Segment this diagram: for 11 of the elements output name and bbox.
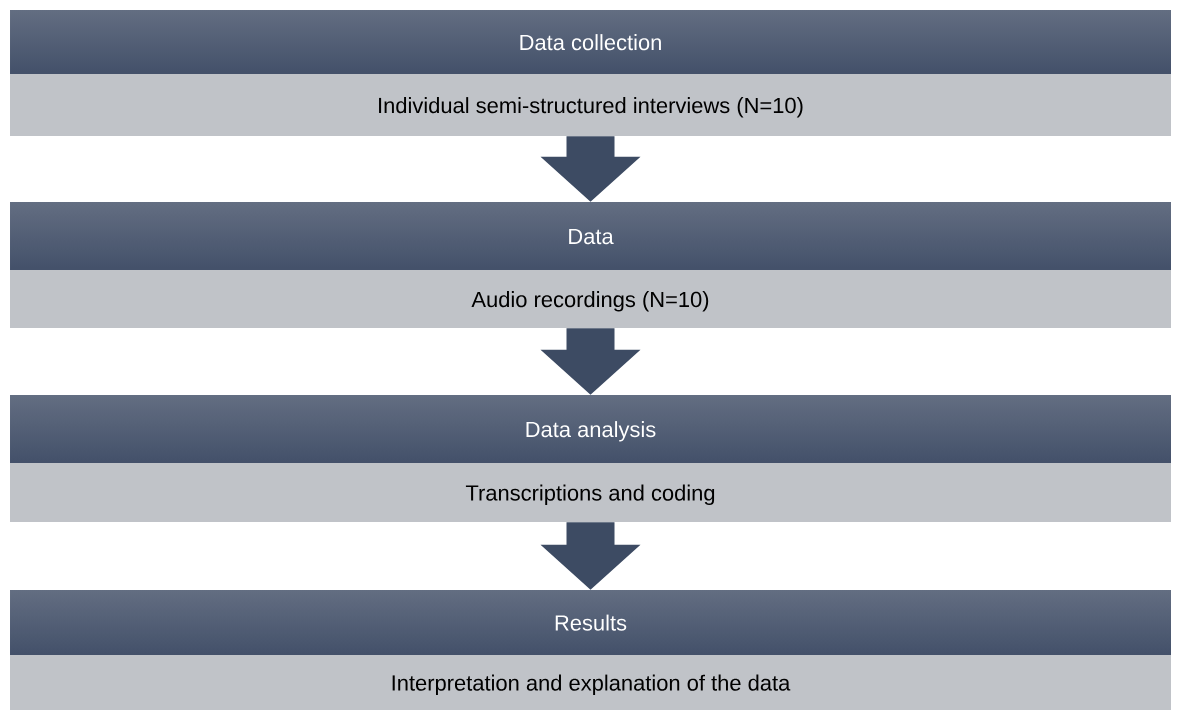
node-label: Data xyxy=(569,228,614,245)
node-label: Data analysis xyxy=(526,421,656,442)
stage-box: Data analysis Transcriptions and coding xyxy=(10,421,1171,522)
block-arrow xyxy=(540,136,641,202)
node-label: Results xyxy=(555,614,627,631)
stage-box: Results Interpretation and explanation of the data xyxy=(10,614,1171,710)
stage-box: Data collection Individual semi-structured interviews (N=10) xyxy=(10,34,1171,136)
block-arrow xyxy=(540,328,641,395)
node-label: Data collection xyxy=(520,34,661,51)
block-arrow xyxy=(540,522,641,590)
stage-box: Data Audio recordings (N=10) xyxy=(10,228,1171,328)
